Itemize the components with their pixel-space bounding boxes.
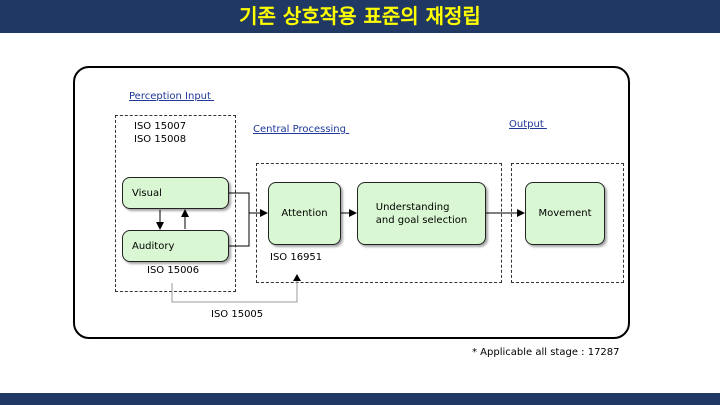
title-bar — [0, 0, 720, 33]
page-title: 기존 상호작용 표준의 재정립 — [239, 4, 481, 28]
auditory-label: Auditory — [132, 240, 175, 252]
footnote: * Applicable all stage : 17287 — [472, 347, 620, 358]
bottom-bar — [0, 393, 720, 405]
perception-input-label: Perception Input — [129, 91, 215, 102]
understanding-label: Understanding and goal selection — [375, 201, 468, 226]
standard-iso-15007: ISO 15007 — [134, 121, 187, 132]
perception-group — [115, 115, 236, 292]
standard-iso-15008: ISO 15008 — [134, 134, 187, 145]
auditory-node: Auditory — [122, 230, 229, 262]
connector-auditory-to-merge — [229, 213, 250, 247]
visual-node: Visual — [122, 177, 229, 209]
movement-node: Movement — [525, 182, 605, 245]
central-processing-label: Central Processing — [253, 124, 350, 135]
arrow-iso-15005-to-attention — [293, 274, 301, 281]
standard-iso-15005: ISO 15005 — [211, 309, 264, 320]
central-processing-group — [256, 163, 502, 283]
attention-node: Attention — [268, 182, 341, 245]
standard-iso-16951: ISO 16951 — [270, 252, 323, 263]
output-label: Output — [509, 119, 547, 130]
connector-iso-15005-link — [171, 276, 298, 303]
attention-label: Attention — [281, 208, 328, 219]
movement-label: Movement — [538, 208, 592, 219]
diagram-frame — [73, 66, 630, 339]
visual-label: Visual — [132, 187, 162, 199]
connector-visual-to-merge — [229, 192, 250, 213]
understanding-node: Understanding and goal selection — [357, 182, 486, 245]
output-group — [511, 163, 624, 283]
standard-iso-15006: ISO 15006 — [147, 265, 200, 276]
